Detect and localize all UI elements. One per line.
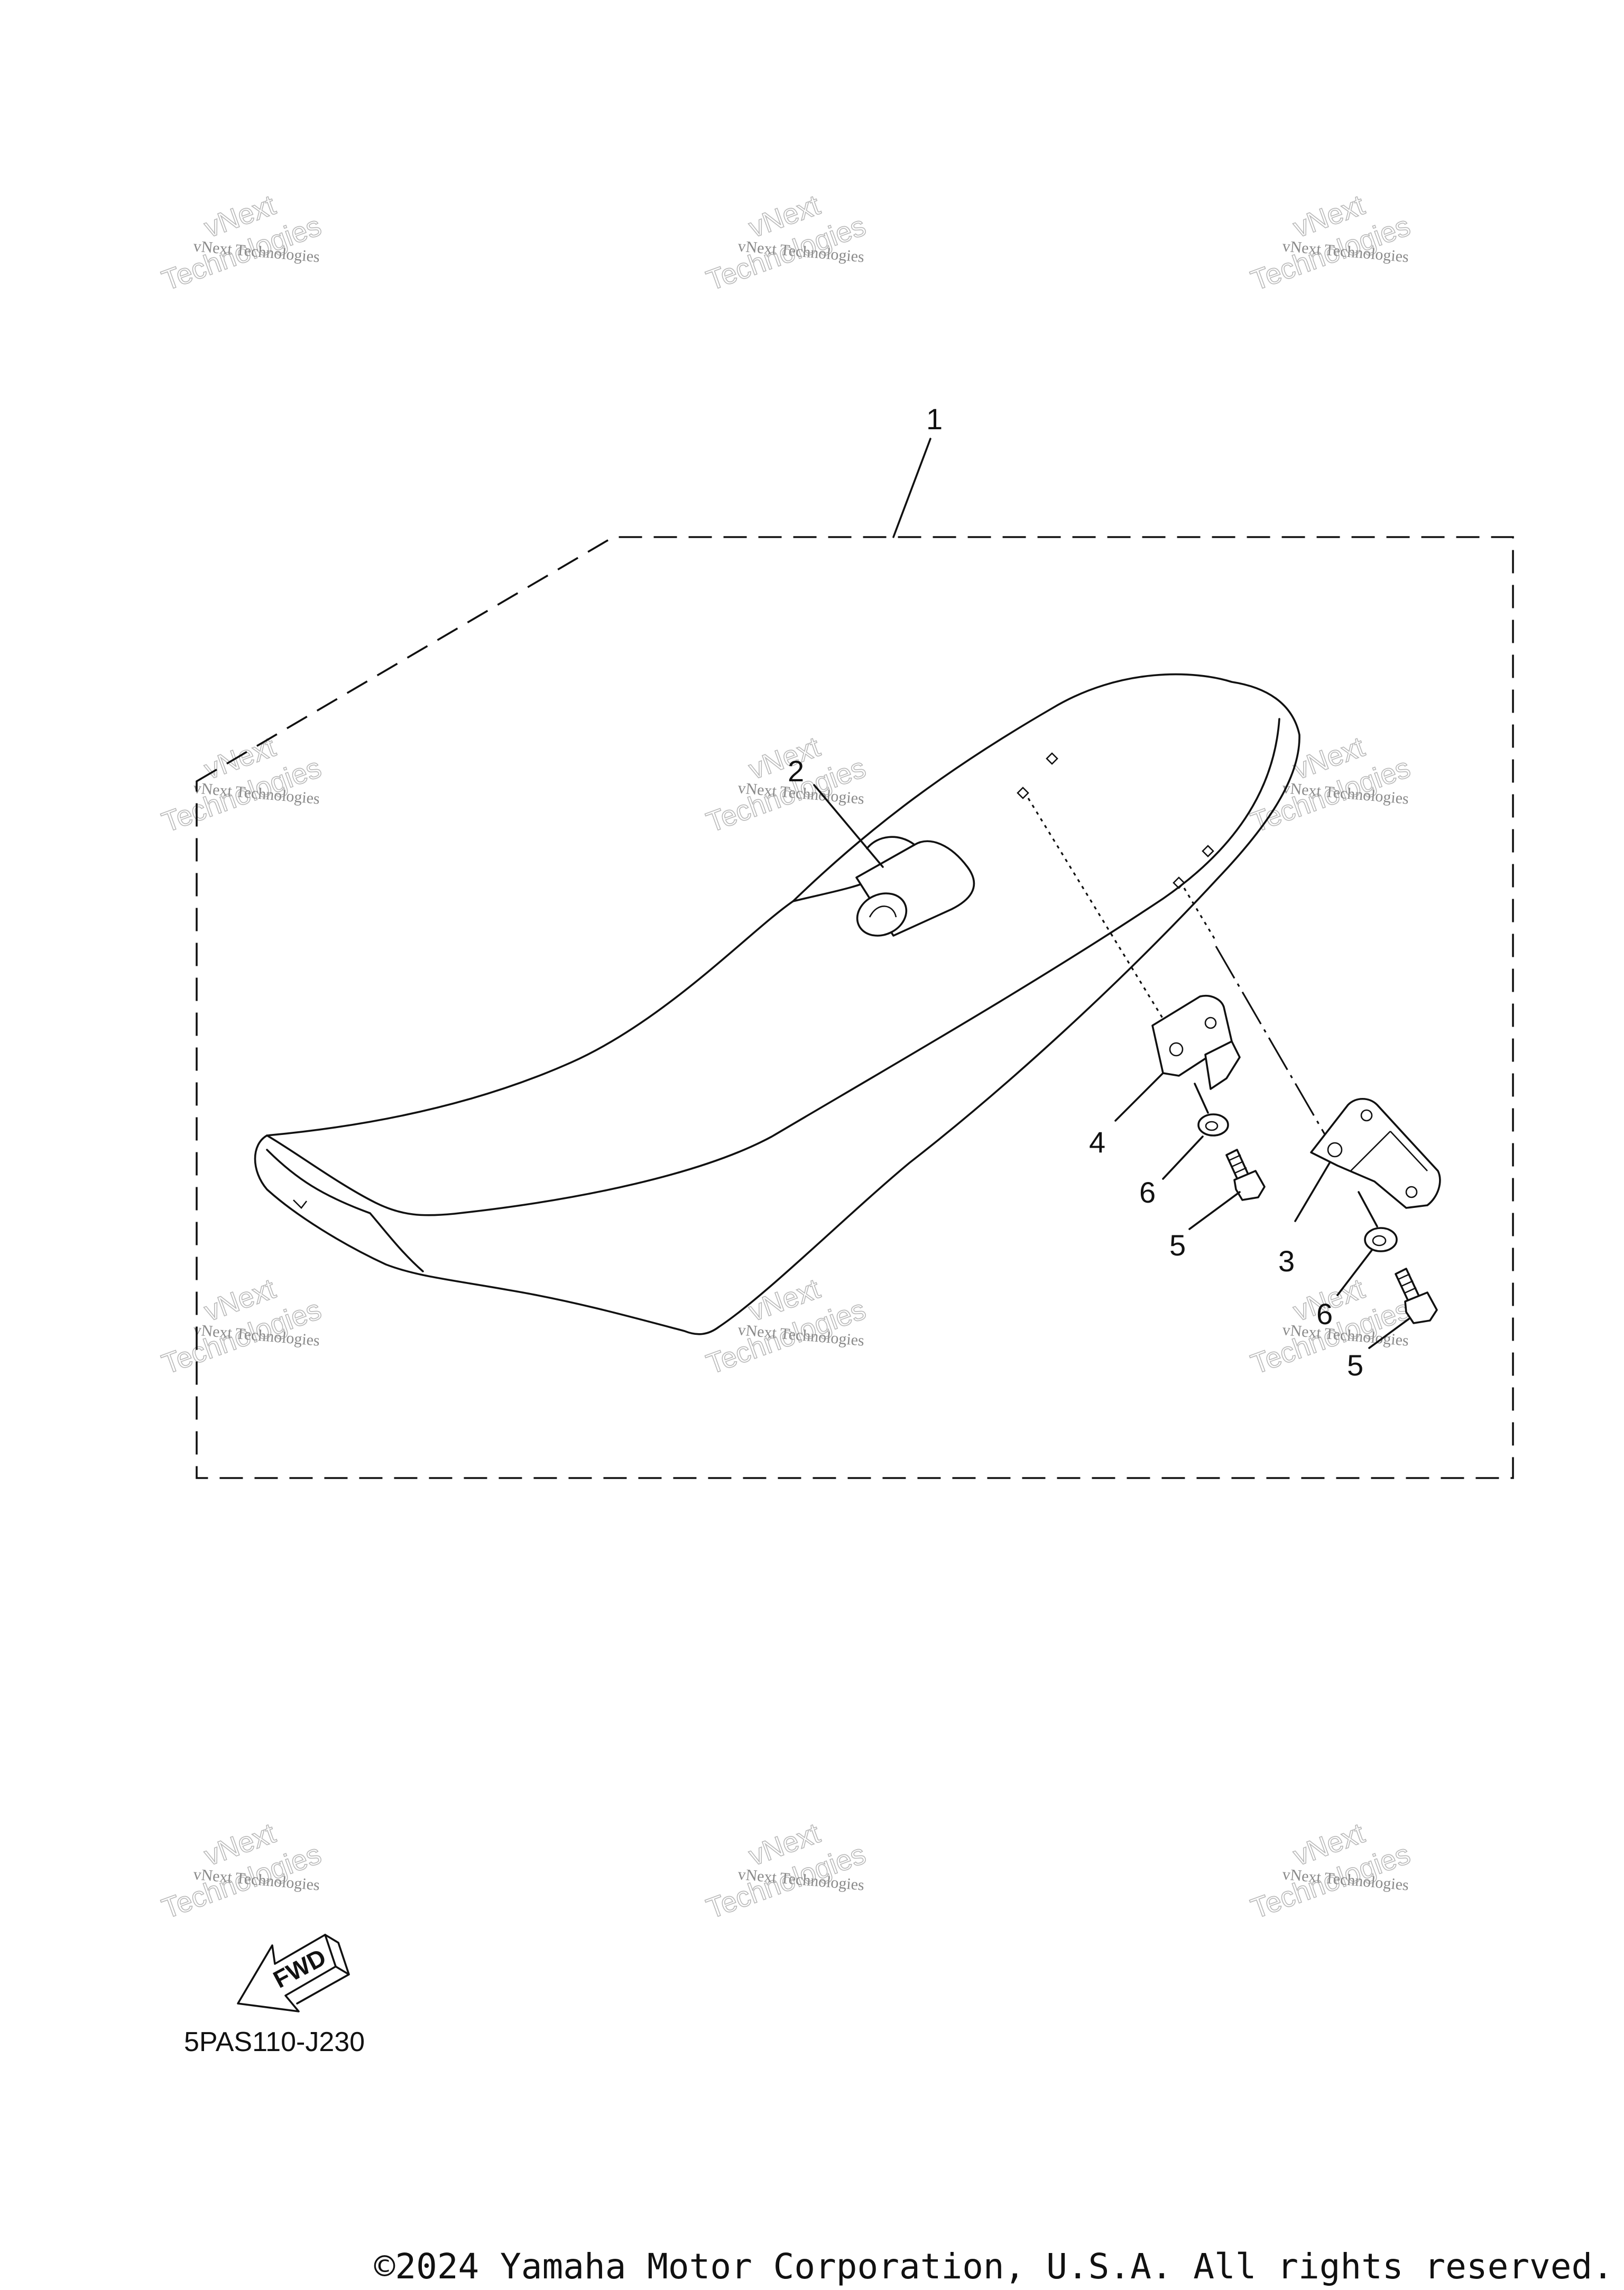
- leader-4b: [1194, 1083, 1209, 1114]
- seat-side-edge: [266, 1149, 424, 1272]
- callout-2: 2: [788, 754, 804, 788]
- bolt-5a-head: [1233, 1170, 1266, 1201]
- callout-6b: 6: [1316, 1297, 1333, 1331]
- bracket-3-hole-2: [1360, 1109, 1373, 1122]
- leader-5a: [1188, 1191, 1241, 1230]
- leader-1: [892, 438, 931, 538]
- washer-6b-outer: [1364, 1227, 1398, 1252]
- watermark: vNext Technologies vNext Technologies: [158, 189, 326, 297]
- watermark: vNext Technologies vNext Technologies: [158, 1272, 326, 1381]
- assembly-boundary: [196, 536, 1514, 1479]
- leader-4: [1114, 1072, 1164, 1122]
- leader-lines: [813, 438, 1410, 1349]
- bracket-3-hole: [1327, 1142, 1343, 1158]
- bolt-5b-head: [1404, 1291, 1438, 1324]
- seat-top-edge: [266, 718, 1280, 1216]
- seat-part: [254, 673, 1300, 1335]
- strap-loop-inner: [869, 906, 897, 918]
- leader-3b: [1358, 1191, 1378, 1227]
- bracket-3-hole-3: [1405, 1186, 1418, 1198]
- watermark: vNext Technologies vNext Technologies: [702, 189, 870, 297]
- bolt-part-5b: [1395, 1268, 1438, 1324]
- fwd-arrow-shape: [237, 1934, 337, 2012]
- bracket-part-4: [1151, 995, 1241, 1090]
- bracket-4-hole-2: [1204, 1017, 1217, 1029]
- bracket-4-flange: [1204, 1040, 1241, 1090]
- leader-5b: [1368, 1318, 1410, 1349]
- watermark: vNext Technologies vNext Technologies: [702, 1817, 870, 1925]
- bracket-3-body: [1310, 1098, 1441, 1209]
- watermark: vNext Technologies vNext Technologies: [158, 731, 326, 839]
- leader-3: [1294, 1162, 1331, 1222]
- callout-5a: 5: [1169, 1229, 1186, 1262]
- watermark: vNext Technologies vNext Technologies: [702, 1272, 870, 1381]
- washer-6b-inner: [1372, 1235, 1387, 1246]
- bolt-part-5a: [1225, 1149, 1266, 1201]
- seat-outline: [254, 673, 1300, 1335]
- callout-labels: 1 2 3 4 5 5 6 6: [788, 402, 1363, 1382]
- strap-top-edge: [866, 836, 916, 849]
- mount-hole-3: [1202, 845, 1214, 857]
- seat-mount-holes: [1017, 752, 1214, 889]
- washer-part-6b: [1364, 1227, 1398, 1252]
- washer-6a-inner: [1205, 1121, 1219, 1131]
- seat-hook-notch: [293, 1199, 308, 1209]
- watermark: vNext Technologies vNext Technologies: [1247, 189, 1415, 297]
- strap-loop-end: [856, 892, 908, 937]
- bracket-4-hole: [1169, 1042, 1184, 1057]
- washer-6a-outer: [1197, 1113, 1229, 1137]
- mount-hole-2: [1017, 787, 1029, 799]
- alignment-line-bracket-4: [1027, 798, 1175, 1037]
- seat-strap-part: [855, 836, 975, 937]
- watermark: vNext Technologies vNext Technologies: [1247, 1817, 1415, 1925]
- copyright-notice: ©2024 Yamaha Motor Corporation, U.S.A. A…: [374, 2246, 1613, 2287]
- callout-1: 1: [926, 402, 943, 436]
- watermark: vNext Technologies vNext Technologies: [1247, 731, 1415, 839]
- forward-arrow-icon: FWD: [237, 1934, 350, 2012]
- bracket-3-fold: [1350, 1131, 1428, 1171]
- bracket-part-3: [1310, 1098, 1441, 1209]
- leader-6b: [1336, 1249, 1373, 1296]
- callout-3: 3: [1278, 1244, 1295, 1278]
- alignment-line-bracket-3-b: [1215, 946, 1333, 1148]
- bolt-5b-thread: [1398, 1273, 1417, 1294]
- leader-2: [813, 784, 884, 868]
- leader-6a: [1162, 1135, 1204, 1180]
- callout-4: 4: [1089, 1125, 1105, 1159]
- drawing-code: 5PAS110-J230: [184, 2027, 365, 2057]
- callout-5b: 5: [1347, 1349, 1363, 1382]
- fwd-arrow-depth: [296, 1934, 350, 2005]
- mount-hole-4: [1173, 876, 1185, 889]
- callout-6a: 6: [1139, 1176, 1156, 1209]
- watermark: vNext Technologies vNext Technologies: [158, 1817, 326, 1925]
- alignment-line-bracket-3-a: [1183, 888, 1217, 941]
- mount-hole-1: [1046, 752, 1058, 765]
- bolt-5a-thread: [1229, 1154, 1247, 1174]
- washer-part-6a: [1197, 1113, 1229, 1137]
